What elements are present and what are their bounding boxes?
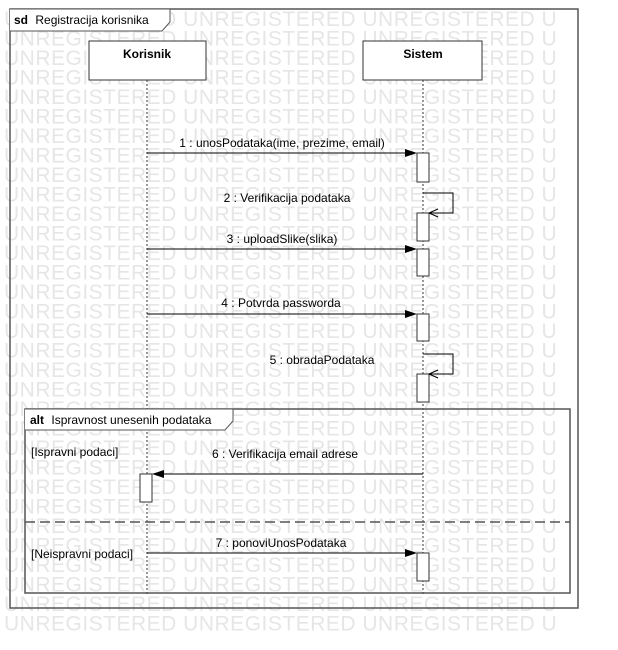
watermark-text: UNREGISTERED UNREGISTERED UNREGISTERED U	[4, 184, 557, 207]
svg-text:sd Registracija korisnika: sd Registracija korisnika	[14, 13, 149, 27]
fragment-keyword: alt	[30, 413, 44, 427]
message-label[interactable]: 4 : Potvrda passworda	[221, 296, 341, 310]
arrowhead-icon	[405, 549, 417, 557]
lifeline-korisnik-box[interactable]	[88, 40, 207, 81]
message-label[interactable]: 3 : uploadSlike(slika)	[227, 232, 338, 246]
open-arrowhead-icon	[427, 369, 439, 379]
frame-title: Registracija korisnika	[35, 13, 149, 27]
watermark-text: UNREGISTERED UNREGISTERED UNREGISTERED U	[4, 593, 557, 616]
guard-label: [Neispravni podaci]	[31, 547, 133, 561]
activation-bar	[416, 152, 430, 183]
guard-label: [Ispravni podaci]	[31, 445, 118, 459]
watermark-text: UNREGISTERED UNREGISTERED UNREGISTERED U	[4, 340, 557, 363]
message-label[interactable]: 6 : Verifikacija email adrese	[212, 447, 358, 461]
activation-bar	[416, 248, 430, 277]
activation-bar	[416, 313, 430, 342]
activation-bar	[416, 373, 430, 403]
self-message-arrow	[423, 353, 454, 375]
alt-fragment-border	[24, 408, 571, 594]
arrowhead-icon	[405, 149, 417, 157]
arrowhead-icon	[405, 310, 417, 318]
frame-keyword: sd	[14, 13, 28, 27]
watermark-text: UNREGISTERED UNREGISTERED UNREGISTERED U	[4, 106, 557, 129]
fragment-title: Ispravnost unesenih podataka	[51, 413, 211, 427]
arrowhead-icon	[405, 245, 417, 253]
frame-tab	[10, 8, 171, 32]
watermark-text: UNREGISTERED UNREGISTERED UNREGISTERED U	[4, 86, 557, 109]
lifeline-korisnik-label: Korisnik	[123, 47, 171, 61]
lifeline-sistem-label: Sistem	[403, 47, 442, 61]
watermark-text: UNREGISTERED UNREGISTERED UNREGISTERED U	[4, 613, 557, 636]
open-arrowhead-icon	[427, 208, 439, 218]
message-label[interactable]: 5 : obradaPodataka	[270, 353, 375, 367]
message-label[interactable]: 1 : unosPodataka(ime, prezime, email)	[179, 136, 384, 150]
watermark-text: UNREGISTERED UNREGISTERED UNREGISTERED U	[4, 281, 557, 304]
watermark-text: UNREGISTERED UNREGISTERED UNREGISTERED U	[4, 515, 557, 538]
watermark-text: UNREGISTERED UNREGISTERED UNREGISTERED U	[4, 437, 557, 460]
activation-bar	[416, 212, 430, 242]
message-label[interactable]: 2 : Verifikacija podataka	[224, 191, 351, 205]
lifeline-sistem-box[interactable]	[362, 40, 483, 81]
svg-text:alt Ispravnost unesenih po: alt Ispravnost unesenih podataka	[30, 413, 212, 427]
activation-bar	[416, 552, 430, 582]
watermark-text: UNREGISTERED UNREGISTERED UNREGISTERED U	[4, 125, 557, 148]
arrowhead-icon	[152, 470, 164, 478]
watermark: UNREGISTERED UNREGISTERED UNREGISTERED U…	[4, 8, 557, 636]
self-message-arrow	[423, 192, 454, 214]
alt-fragment-tab	[25, 408, 234, 431]
message-label[interactable]: 7 : ponoviUnosPodataka	[216, 536, 347, 550]
activation-bar	[139, 473, 153, 503]
frame-border	[9, 8, 579, 609]
watermark-text: UNREGISTERED UNREGISTERED UNREGISTERED U	[4, 535, 557, 558]
